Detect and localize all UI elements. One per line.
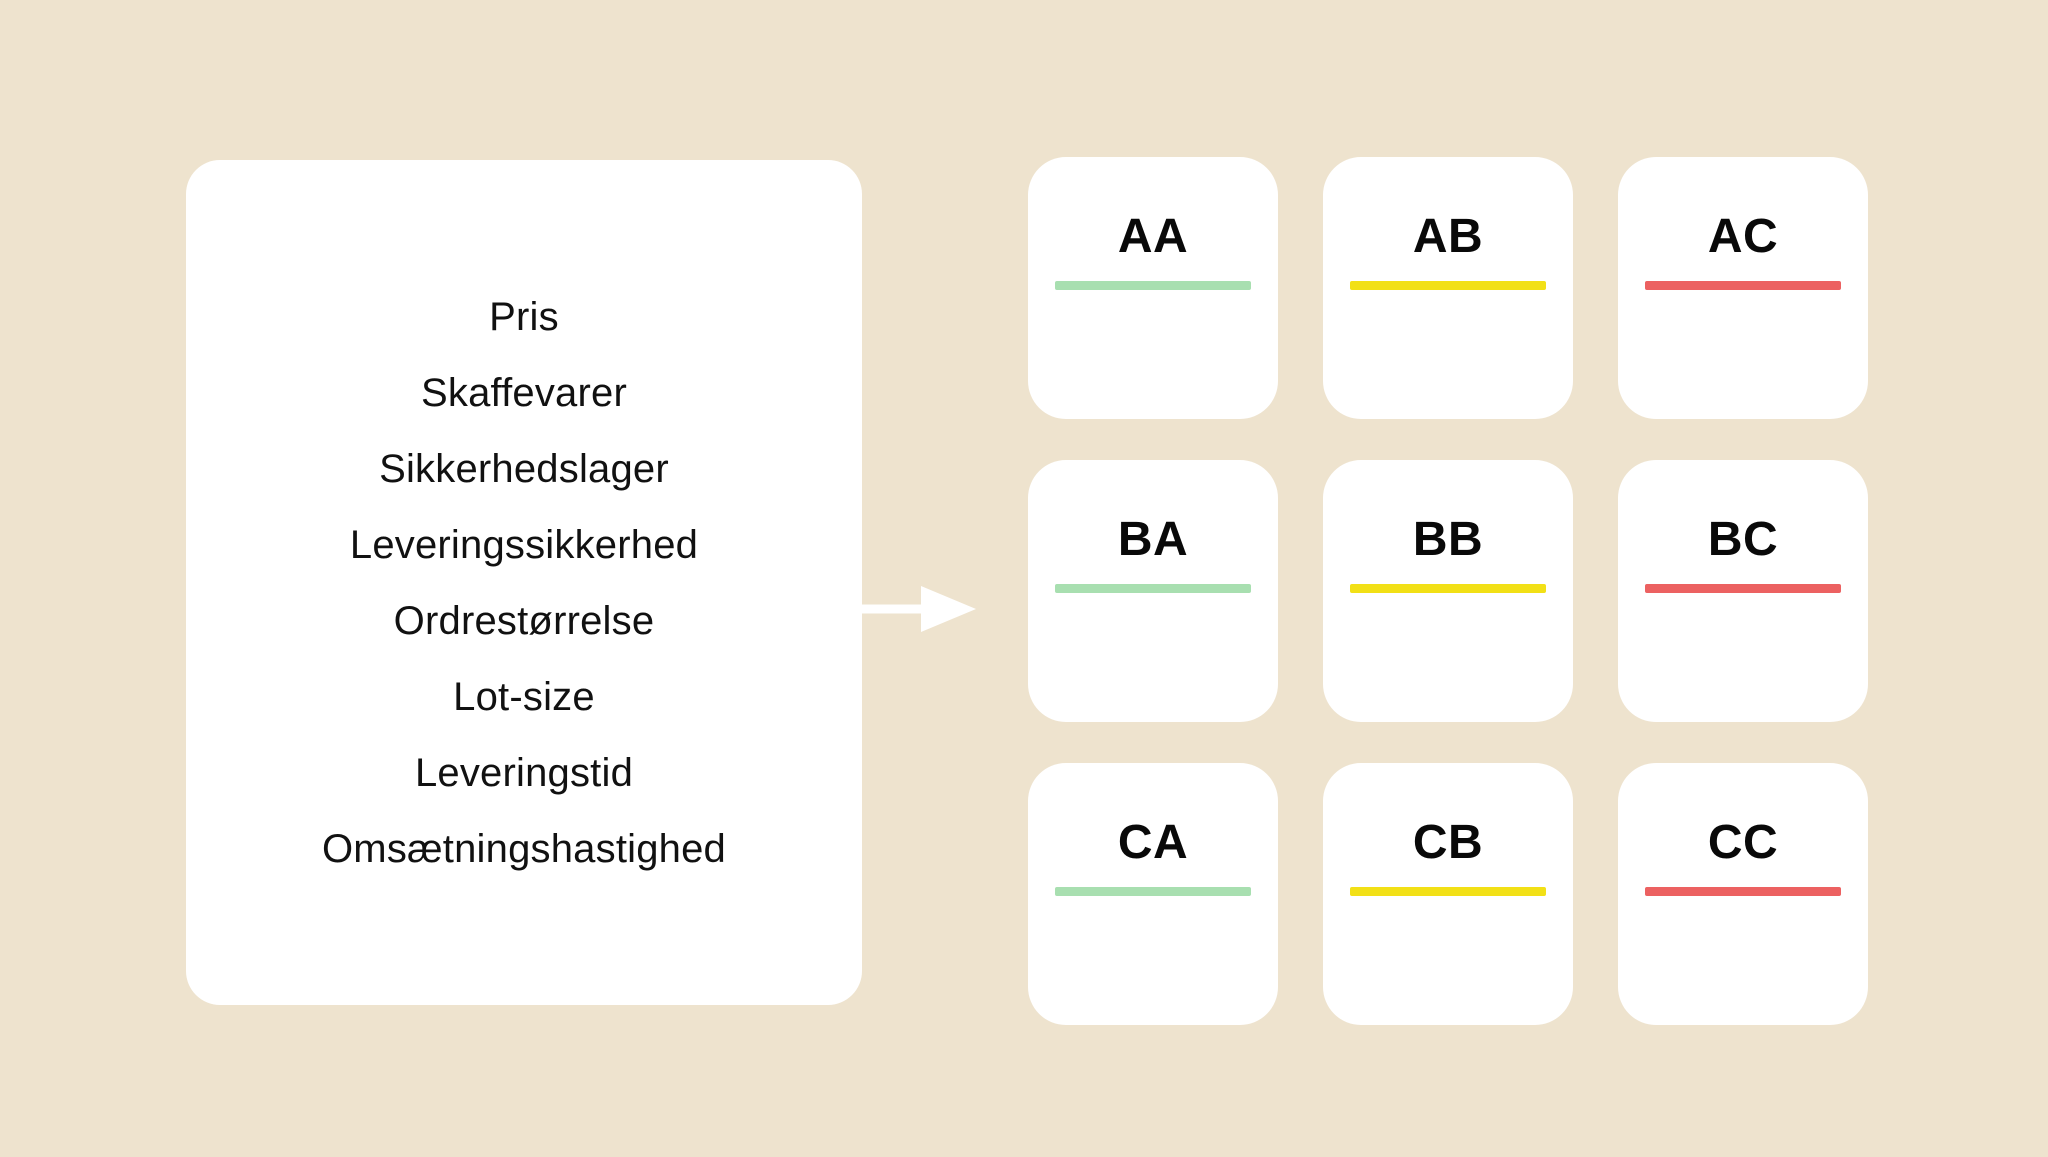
criteria-item: Leveringstid xyxy=(414,750,634,795)
criteria-item: Skaffevarer xyxy=(420,370,627,415)
segment-color-bar xyxy=(1645,281,1841,290)
segment-code: BA xyxy=(1117,513,1189,566)
segment-code: AC xyxy=(1707,210,1779,263)
segment-code: BC xyxy=(1707,513,1779,566)
segment-code: CA xyxy=(1117,816,1189,869)
arrow-right-icon xyxy=(858,583,976,635)
segment-code: AA xyxy=(1117,210,1189,263)
segment-card-ca[interactable]: CA xyxy=(1028,763,1278,1025)
segment-color-bar xyxy=(1055,281,1251,290)
segment-card-cc[interactable]: CC xyxy=(1618,763,1868,1025)
segment-color-bar xyxy=(1645,584,1841,593)
criteria-item: Omsætningshastighed xyxy=(321,826,726,871)
criteria-item: Lot-size xyxy=(453,674,595,719)
segment-code: CB xyxy=(1412,816,1484,869)
segment-code: BB xyxy=(1412,513,1484,566)
segment-card-bb[interactable]: BB xyxy=(1323,460,1573,722)
segment-code: AB xyxy=(1412,210,1484,263)
segment-color-bar xyxy=(1350,281,1546,290)
criteria-panel: Pris Skaffevarer Sikkerhedslager Leverin… xyxy=(186,160,862,1005)
segment-card-aa[interactable]: AA xyxy=(1028,157,1278,419)
criteria-item: Ordrestørrelse xyxy=(393,598,655,643)
segment-card-ba[interactable]: BA xyxy=(1028,460,1278,722)
segment-card-ab[interactable]: AB xyxy=(1323,157,1573,419)
criteria-list: Pris Skaffevarer Sikkerhedslager Leverin… xyxy=(322,279,726,887)
segment-card-bc[interactable]: BC xyxy=(1618,460,1868,722)
criteria-item: Pris xyxy=(489,294,559,339)
criteria-item: Sikkerhedslager xyxy=(379,446,669,491)
segment-color-bar xyxy=(1350,887,1546,896)
segment-color-bar xyxy=(1055,584,1251,593)
segment-matrix: AA AB AC BA BB BC CA CB xyxy=(1028,157,1868,1025)
segment-card-ac[interactable]: AC xyxy=(1618,157,1868,419)
segment-color-bar xyxy=(1350,584,1546,593)
segment-card-cb[interactable]: CB xyxy=(1323,763,1573,1025)
segment-color-bar xyxy=(1055,887,1251,896)
criteria-item: Leveringssikkerhed xyxy=(349,522,699,567)
segment-color-bar xyxy=(1645,887,1841,896)
segment-code: CC xyxy=(1707,816,1779,869)
